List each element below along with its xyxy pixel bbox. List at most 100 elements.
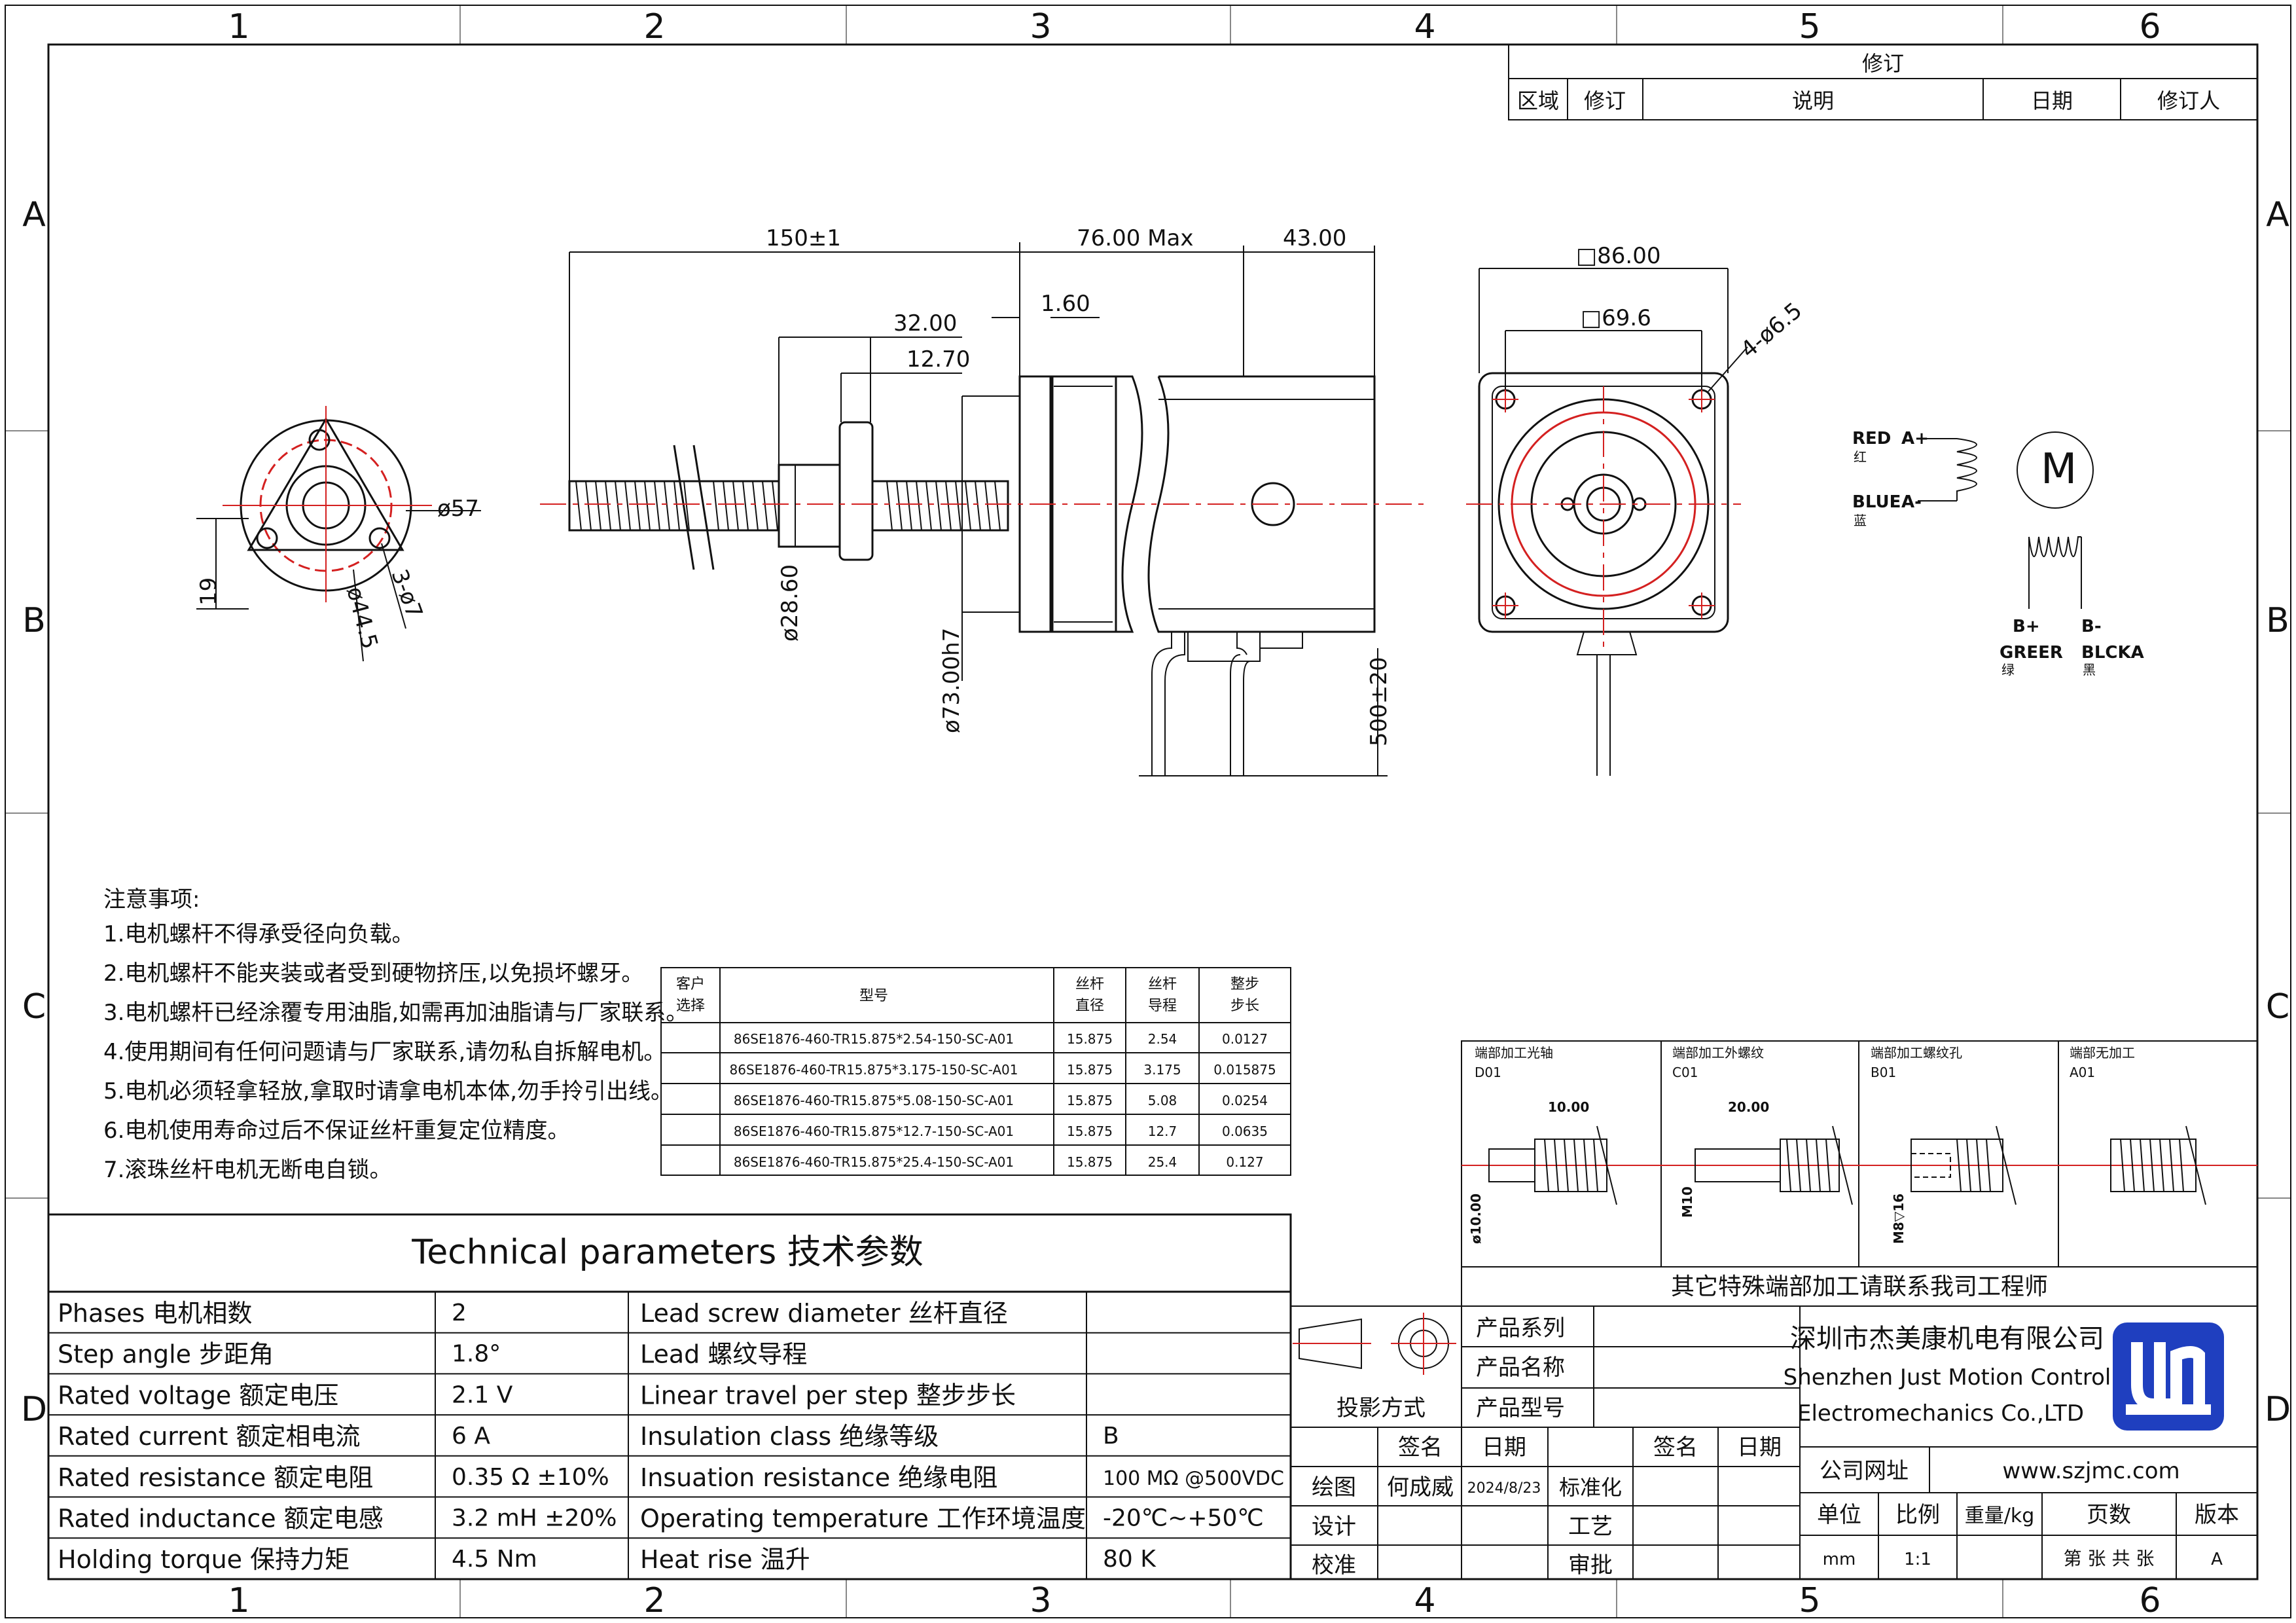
tech-param-name: Insuation resistance 绝缘电阻	[640, 1463, 997, 1492]
model-cell-step: 0.127	[1226, 1154, 1263, 1170]
b-minus-label: B-	[2081, 617, 2102, 636]
revision-title: 修订	[1862, 51, 1904, 76]
model-header-model: 型号	[859, 988, 888, 1004]
revision-header-reviser: 修订人	[2157, 88, 2220, 113]
zone-col-5: 5	[1799, 7, 1820, 46]
date2-label: 日期	[1737, 1434, 1782, 1461]
zone-col-1: 1	[228, 7, 249, 46]
projection-label: 投影方式	[1336, 1395, 1426, 1421]
blue-wire-cn: 蓝	[1854, 513, 1867, 528]
end-type-title: 端部加工螺纹孔	[1871, 1045, 1962, 1061]
model-header-dia-2: 直径	[1075, 998, 1104, 1014]
green-wire-label: GREER	[2000, 643, 2063, 663]
note-item: 4.使用期间有任何问题请与厂家联系,请勿私自拆解电机。	[103, 1039, 666, 1065]
model-cell-dia: 15.875	[1067, 1154, 1113, 1170]
end-types-footer: 其它特殊端部加工请联系我司工程师	[1671, 1273, 2048, 1300]
zone-row-C: C	[22, 987, 46, 1027]
zone-col-6-bottom: 6	[2139, 1581, 2161, 1620]
tech-param-name: Rated inductance 额定电感	[58, 1504, 384, 1533]
revision-header-rev: 修订	[1584, 88, 1626, 113]
model-cell-step: 0.015875	[1213, 1062, 1276, 1078]
zone-col-3: 3	[1030, 7, 1051, 46]
zone-row-C-right: C	[2266, 987, 2289, 1027]
lead-length-dim: 500±20	[1366, 657, 1392, 746]
mount-holes-dim: 4-ø6.5	[1736, 297, 1807, 363]
tech-param-name: Rated current 额定相电流	[58, 1422, 361, 1451]
zone-col-4-bottom: 4	[1414, 1581, 1435, 1620]
end-type-dim: 20.00	[1728, 1099, 1769, 1115]
a-minus-label: A-	[1901, 492, 1922, 512]
approve-label: 审批	[1568, 1552, 1613, 1578]
tech-param-value: 6 A	[452, 1423, 490, 1450]
end-type-title: 端部加工光轴	[1475, 1045, 1553, 1061]
zone-col-6: 6	[2139, 7, 2161, 46]
model-header-select: 客户	[676, 976, 705, 993]
end-view-centerlines	[1466, 386, 1741, 648]
standard-label: 标准化	[1559, 1475, 1622, 1500]
model-cell-lead: 12.7	[1148, 1123, 1177, 1139]
end-type-code: C01	[1672, 1065, 1698, 1080]
end-type-sketches	[1488, 1125, 2206, 1205]
length-dim: 150±1	[766, 225, 841, 251]
flange-dia-dim: ø57	[437, 496, 479, 522]
zone-row-A: A	[22, 195, 46, 234]
zone-labels: 1 2 3 4 5 6 1 2 3 4 5 6 A B C D A B C D	[21, 7, 2291, 1620]
tech-param-value: 2.1 V	[452, 1381, 513, 1408]
model-cell-step: 0.0254	[1222, 1093, 1268, 1108]
tech-param-value: B	[1103, 1423, 1119, 1450]
motor-symbol	[2017, 431, 2094, 509]
model-cell-dia: 15.875	[1067, 1062, 1113, 1078]
pages-label: 页数	[2087, 1502, 2131, 1528]
website-value: www.szjmc.com	[2002, 1458, 2179, 1484]
body-max-dim: 76.00 Max	[1077, 225, 1193, 251]
end-type-title: 端部无加工	[2070, 1045, 2135, 1061]
weight-label: 重量/kg	[1965, 1504, 2035, 1527]
end-type-dia: ø10.00	[1468, 1194, 1484, 1244]
lead-wires	[1151, 632, 1303, 776]
version-value: A	[2211, 1550, 2223, 1569]
draw-date: 2024/8/23	[1467, 1480, 1541, 1497]
scale-label: 比例	[1895, 1502, 1940, 1528]
tech-param-value: 100 MΩ @500VDC	[1103, 1467, 1284, 1490]
scale-value: 1:1	[1904, 1550, 1931, 1569]
note-item: 5.电机必须轻拿轻放,拿取时请拿电机本体,勿手拎引出线。	[103, 1078, 673, 1104]
model-cell-lead: 2.54	[1148, 1031, 1177, 1047]
nut-dia-dim: ø28.60	[777, 564, 803, 642]
tech-param-name: Insulation class 绝缘等级	[640, 1422, 939, 1451]
revision-header-desc: 说明	[1792, 88, 1834, 113]
tech-param-value: 80 K	[1103, 1546, 1157, 1573]
model-cell-model: 86SE1876-460-TR15.875*5.08-150-SC-A01	[734, 1093, 1014, 1108]
tech-param-name: Phases 电机相数	[58, 1299, 252, 1328]
tech-param-name: Rated resistance 额定电阻	[58, 1463, 373, 1492]
website-label: 公司网址	[1820, 1458, 1909, 1484]
model-cell-model: 86SE1876-460-TR15.875*12.7-150-SC-A01	[734, 1123, 1014, 1139]
flange-length-dim: 12.70	[906, 346, 970, 373]
end-type-dim: 10.00	[1548, 1099, 1589, 1115]
zone-row-B: B	[22, 601, 46, 640]
end-types-panel	[1461, 1040, 2258, 1307]
side-view-dimensions	[569, 242, 1388, 776]
note-item: 1.电机螺杆不得承受径向负载。	[103, 921, 414, 947]
model-cell-lead: 3.175	[1143, 1062, 1181, 1078]
tech-param-name: Operating temperature 工作环境温度	[640, 1504, 1086, 1533]
model-cell-dia: 15.875	[1067, 1093, 1113, 1108]
model-header-dia: 丝杆	[1075, 976, 1104, 993]
company-logo	[2113, 1322, 2224, 1431]
zone-col-2-bottom: 2	[643, 1581, 665, 1620]
model-cell-model: 86SE1876-460-TR15.875*3.175-150-SC-A01	[730, 1062, 1018, 1078]
date-label: 日期	[1482, 1434, 1526, 1461]
offset-dim: 19	[196, 577, 222, 606]
pilot-dia-dim: ø73.00h7	[939, 628, 965, 733]
tech-param-value: 3.2 mH ±20%	[452, 1505, 617, 1532]
square-outer-dim: □86.00	[1576, 243, 1660, 269]
tech-param-name: Step angle 步距角	[58, 1340, 274, 1369]
company-cn: 深圳市杰美康机电有限公司	[1790, 1324, 2104, 1354]
notes-title: 注意事项:	[103, 886, 200, 913]
zone-col-1-bottom: 1	[228, 1581, 249, 1620]
zone-col-3-bottom: 3	[1030, 1581, 1051, 1620]
revision-header-zone: 区域	[1517, 88, 1559, 113]
company-en-1: Shenzhen Just Motion Control	[1784, 1364, 2111, 1391]
black-wire-label: BLCKA	[2081, 643, 2144, 663]
model-header-lead-2: 导程	[1148, 998, 1177, 1014]
model-header-lead: 丝杆	[1148, 976, 1177, 993]
